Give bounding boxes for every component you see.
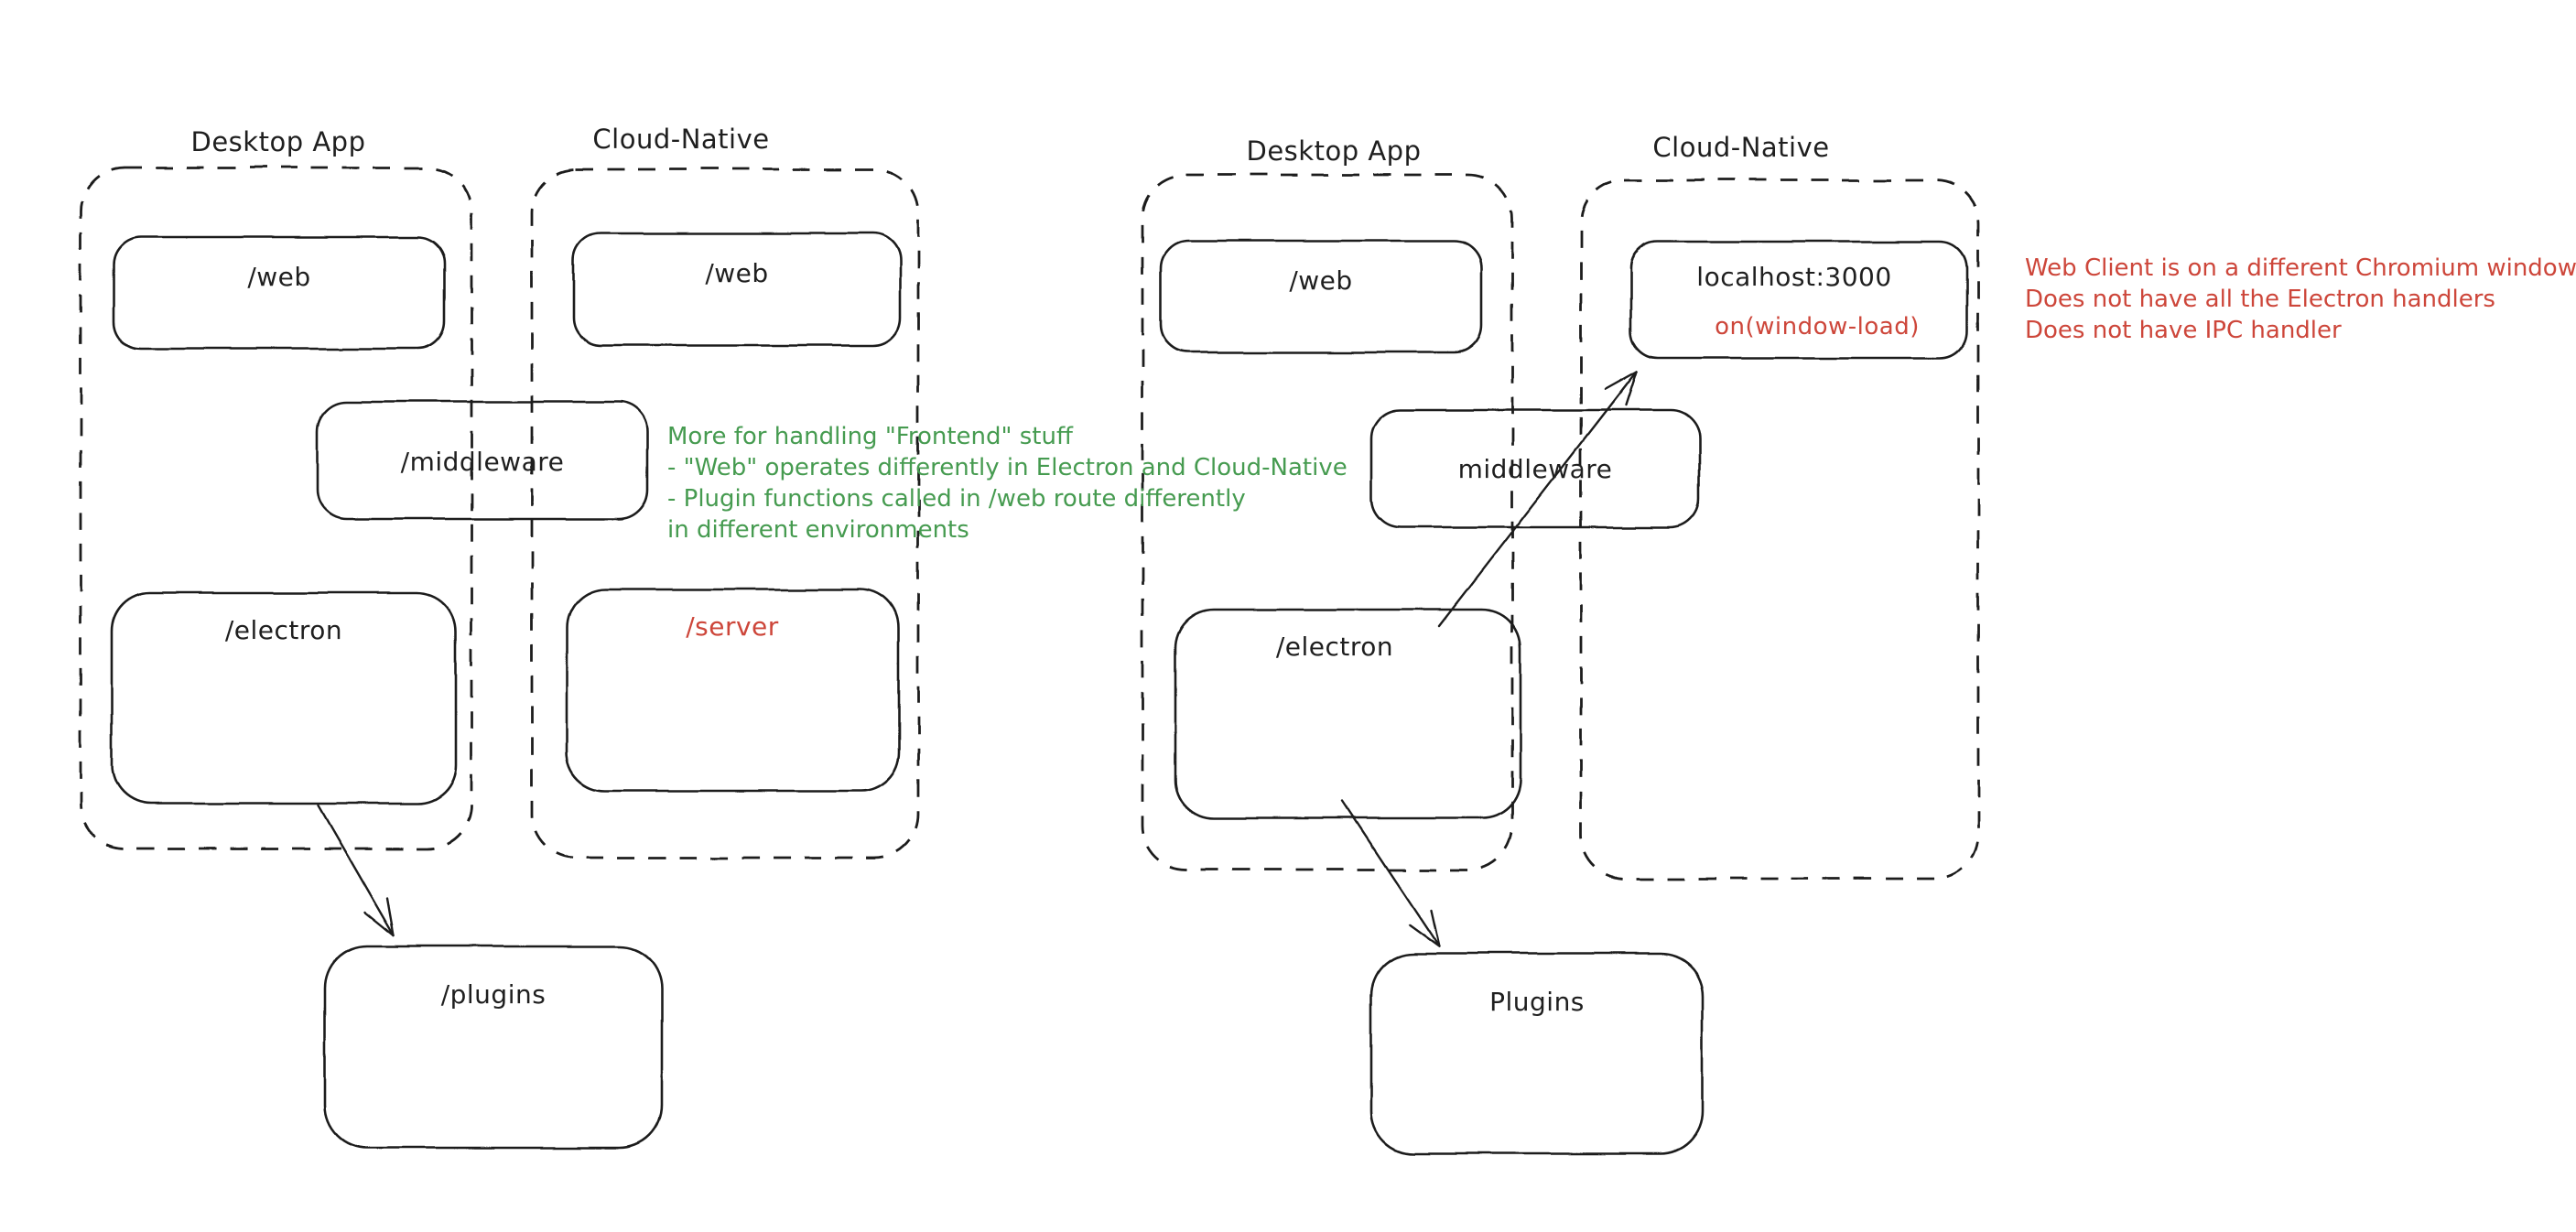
arrow-left-electron-to-plugins (317, 804, 395, 937)
left-middleware-label: /middleware (400, 447, 565, 477)
red-note-line-3: Does not have IPC handler (2025, 317, 2342, 344)
left-web-desktop-label: /web (247, 262, 311, 292)
right-desktop-app-title: Desktop App (1246, 135, 1422, 167)
green-note-line-1: More for handling "Frontend" stuff (667, 423, 1073, 450)
arrow-right-electron-to-plugins (1341, 800, 1441, 948)
right-localhost-label: localhost:3000 (1696, 262, 1892, 292)
right-localhost-box (1629, 240, 1969, 360)
left-web-desktop-box (112, 235, 447, 351)
right-red-note: Web Client is on a different Chromium wi… (2025, 253, 2576, 346)
left-desktop-app-title: Desktop App (190, 126, 366, 157)
right-plugins-box (1369, 952, 1705, 1155)
right-web-label: /web (1289, 265, 1353, 296)
left-cloud-native-title: Cloud-Native (592, 124, 770, 155)
left-green-note: More for handling "Frontend" stuff - "We… (667, 421, 1348, 546)
left-web-cloud-label: /web (705, 258, 769, 288)
left-plugins-label: /plugins (440, 979, 547, 1010)
left-server-label: /server (686, 611, 779, 642)
right-cloud-native-title: Cloud-Native (1652, 132, 1830, 163)
right-electron-label: /electron (1275, 632, 1394, 662)
left-server-box (565, 588, 901, 793)
left-cloud-native-container (530, 168, 920, 859)
green-note-line-2: - "Web" operates differently in Electron… (667, 454, 1348, 481)
right-plugins-label: Plugins (1489, 987, 1585, 1017)
right-electron-box (1174, 608, 1522, 820)
right-middleware-label: middleware (1457, 454, 1613, 484)
arrow-right-electron-to-localhost (1437, 370, 1639, 628)
left-desktop-app-container (79, 166, 473, 850)
left-web-cloud-box (572, 232, 902, 347)
right-desktop-app-container (1141, 173, 1514, 871)
left-electron-label: /electron (224, 615, 343, 645)
red-note-line-1: Web Client is on a different Chromium wi… (2025, 254, 2576, 282)
right-localhost-event-label: on(window-load) (1715, 313, 1920, 340)
left-electron-box (110, 591, 458, 805)
left-middleware-box (316, 400, 649, 521)
green-note-line-4: in different environments (667, 516, 969, 544)
green-note-line-3: - Plugin functions called in /web route … (667, 485, 1246, 513)
red-note-line-2: Does not have all the Electron handlers (2025, 286, 2495, 313)
right-middleware-box (1369, 408, 1701, 529)
right-web-box (1159, 239, 1483, 354)
left-plugins-box (323, 945, 664, 1150)
